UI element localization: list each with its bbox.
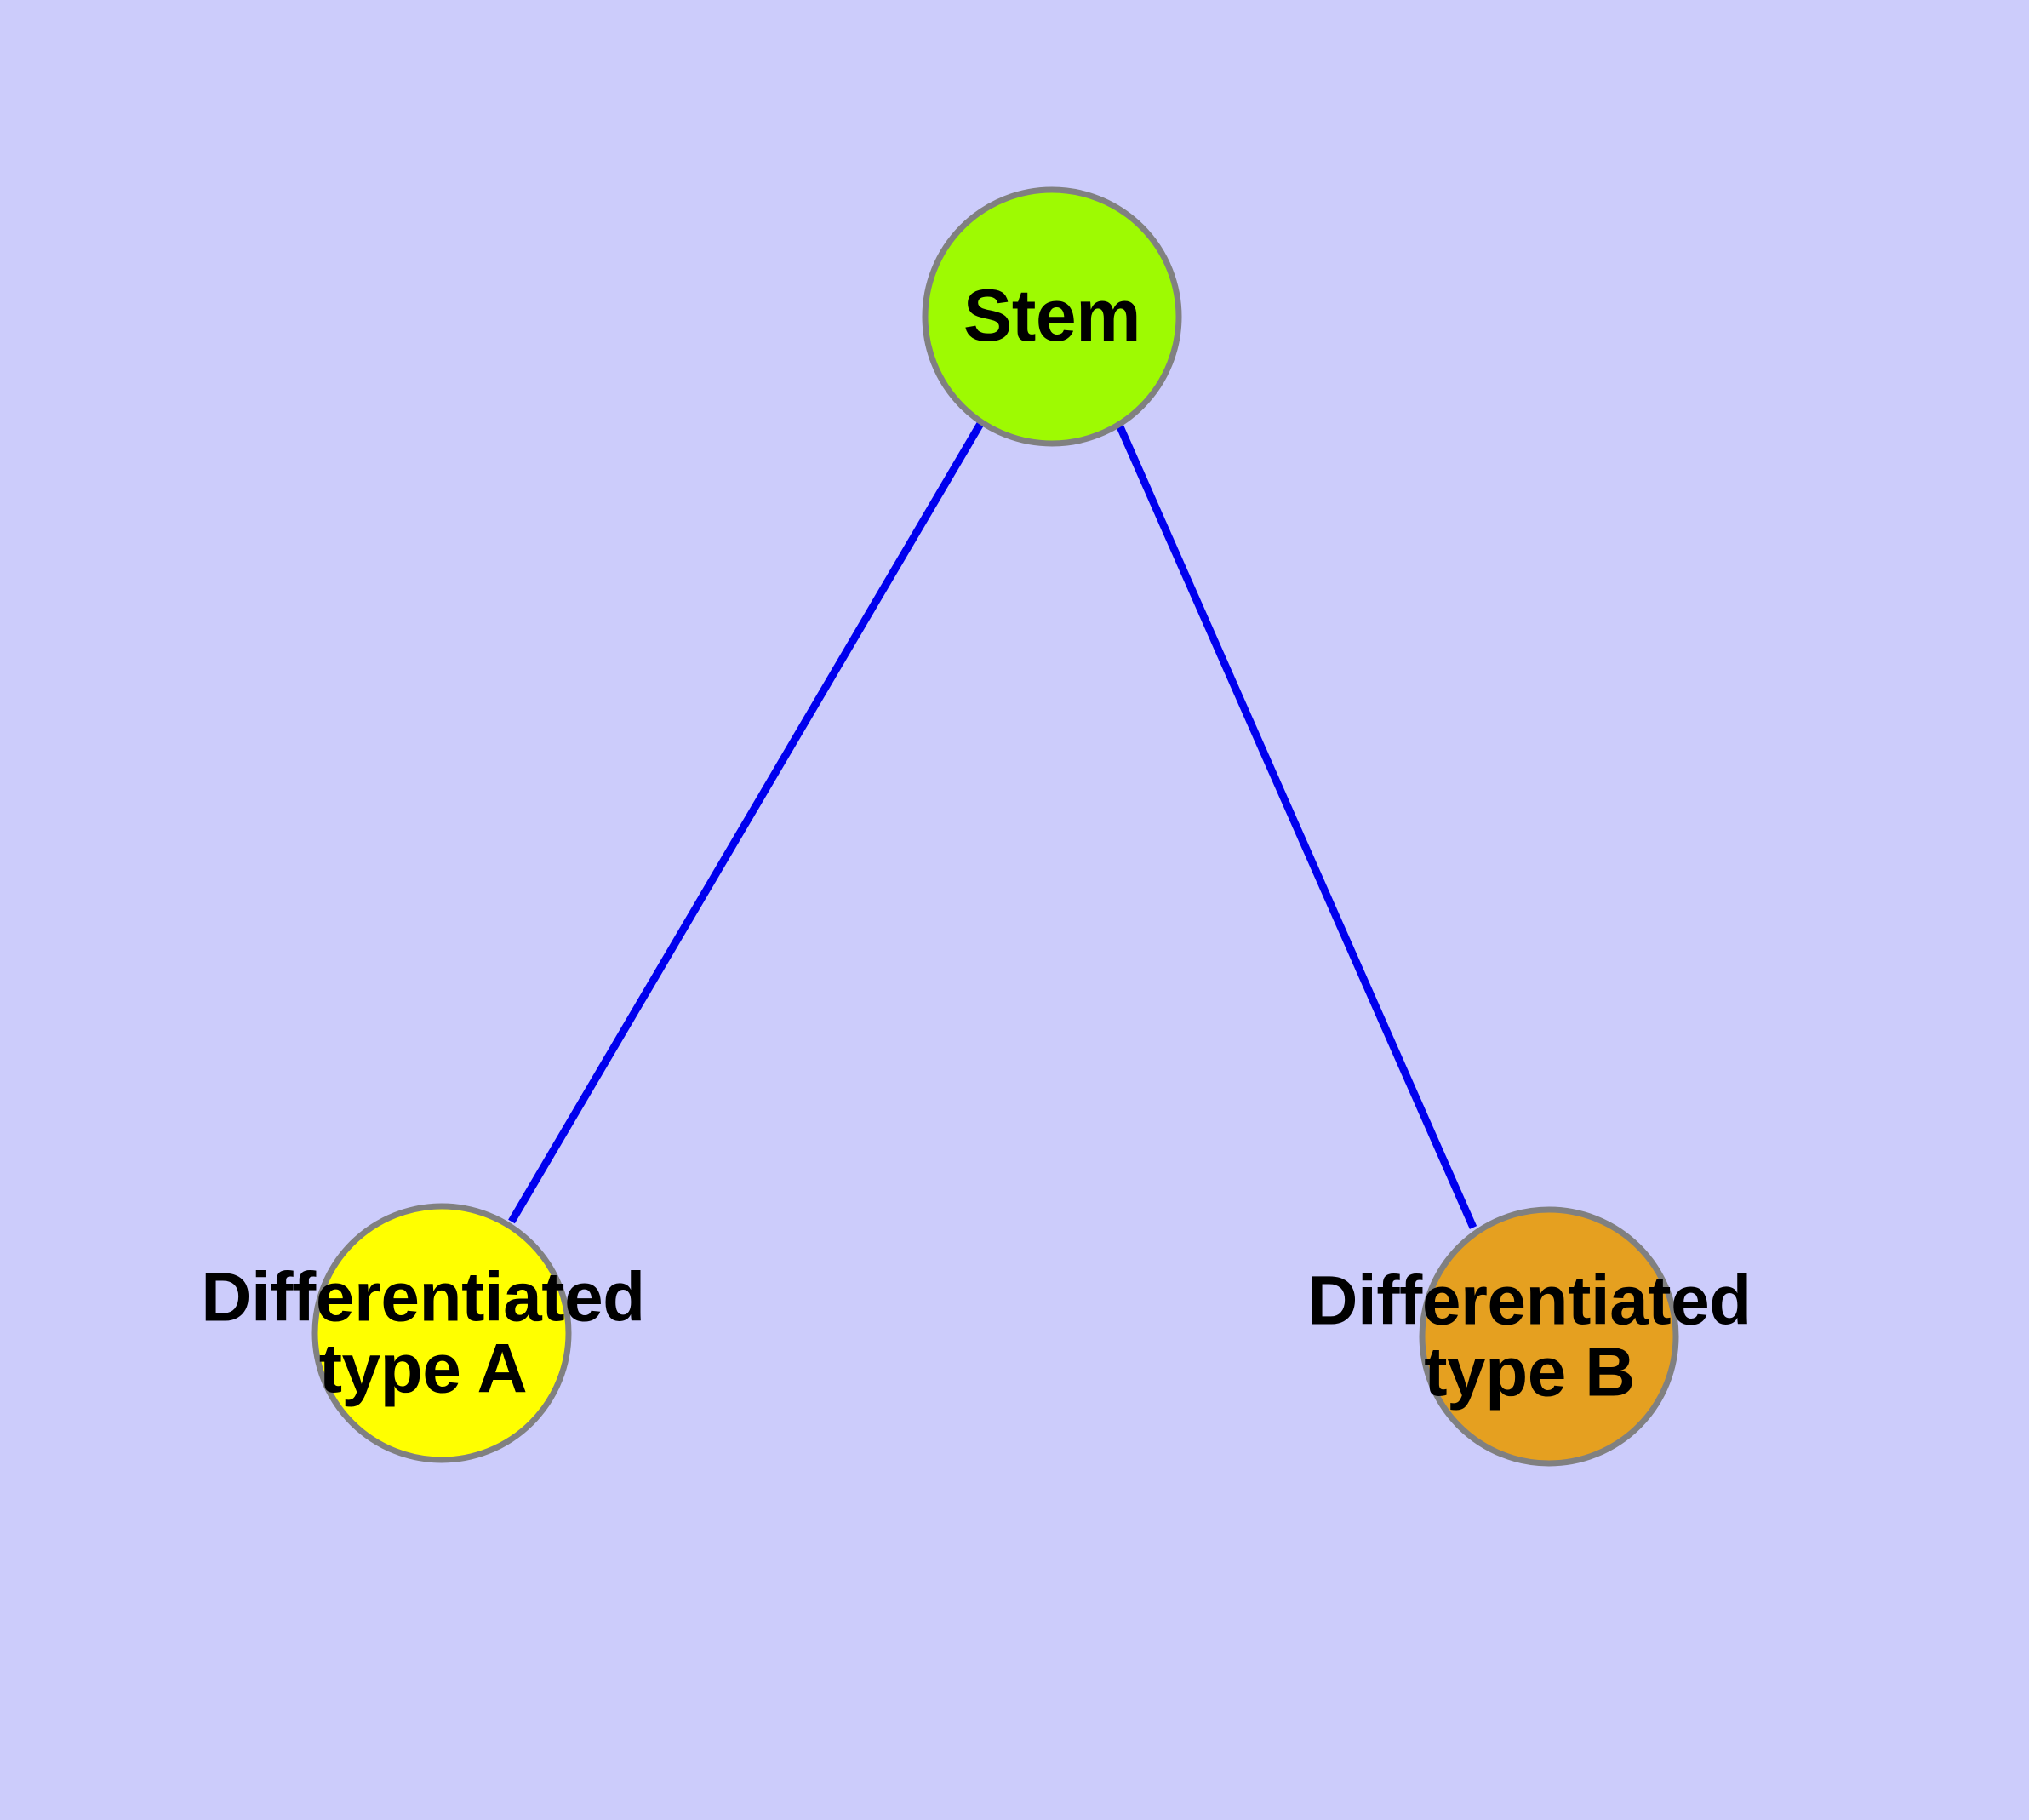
node-stem[interactable] <box>922 186 1182 447</box>
edge-stem-to-differentiated-type-a[interactable] <box>508 420 985 1224</box>
edge-stem-to-differentiated-type-b[interactable] <box>1115 423 1477 1229</box>
node-differentiated-type-b[interactable] <box>1419 1206 1679 1467</box>
nodes-layer <box>311 186 1679 1467</box>
node-differentiated-type-a[interactable] <box>311 1203 572 1463</box>
edges-layer <box>508 420 1477 1229</box>
